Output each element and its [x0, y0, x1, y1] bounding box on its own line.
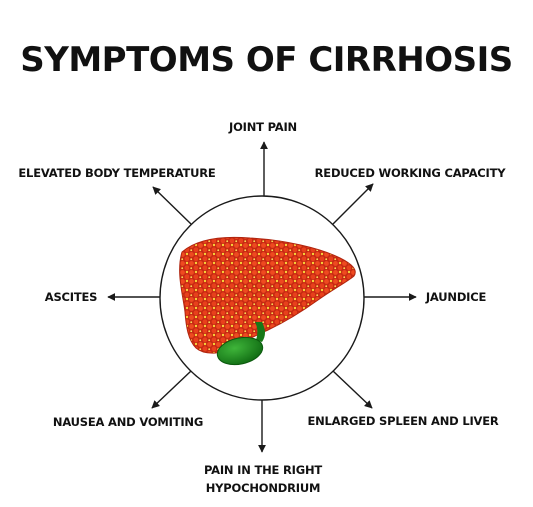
arrow-icon	[332, 370, 373, 409]
gallbladder	[216, 336, 264, 366]
symptom-label-top-right: REDUCED WORKING CAPACITY	[315, 166, 507, 180]
symptom-label-bottom-right: ENLARGED SPLEEN AND LIVER	[307, 414, 498, 428]
symptom-label-bottom-line1: PAIN IN THE RIGHT	[204, 463, 322, 477]
symptom-label-right: JAUNDICE	[425, 290, 487, 304]
arrow-icon	[151, 370, 192, 409]
arrow-icon	[152, 186, 192, 225]
cirrhotic-liver-icon	[179, 236, 356, 366]
symptom-label-bottom-line2: HYPOCHONDRIUM	[206, 481, 320, 495]
symptom-label-bottom-left: NAUSEA AND VOMITING	[53, 415, 203, 429]
symptom-label-top: JOINT PAIN	[228, 120, 297, 134]
symptom-label-left: ASCITES	[45, 290, 97, 304]
diagram-title: SYMPTOMS OF CIRRHOSIS	[20, 40, 513, 80]
arrow-icon	[332, 183, 374, 225]
symptom-labels: JOINT PAIN REDUCED WORKING CAPACITY JAUN…	[18, 120, 506, 495]
symptom-label-top-left: ELEVATED BODY TEMPERATURE	[18, 166, 216, 180]
arrows	[107, 141, 417, 453]
